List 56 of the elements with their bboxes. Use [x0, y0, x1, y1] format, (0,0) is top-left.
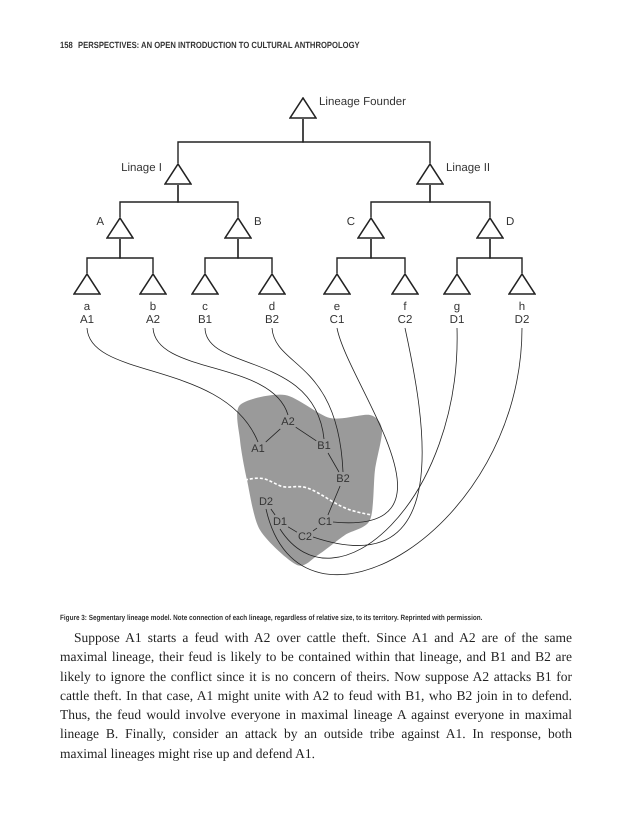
- territory-label: B1: [317, 440, 331, 452]
- segment-letter: d: [268, 301, 276, 314]
- adjacency-line: [328, 452, 340, 472]
- lineage-label: Linage II: [446, 161, 490, 175]
- segment-code: A1: [80, 314, 94, 327]
- territory-label: C2: [298, 531, 312, 543]
- segment-code: B2: [264, 314, 280, 327]
- adjacency-line: [295, 426, 317, 442]
- body-paragraph: Suppose A1 starts a feud with A2 over cattle theft. Since A1 and A2 are of the same maximal lineage, their feud is likely to be contained within that lineage, and B1 and B2 are likely to ignore the conflict since it is no concern of theirs. Now suppose A2 attacks B1 for cattle theft. In that case, A1 might unite with A2 to feud with B1, who B2 join in to defend. Thus, the feud would involve everyone in maximal lineage A against everyone in maximal lineage B. Finally, consider an attack by an outside tribe against A1. In response, both maximal lineages might rise up and defend A1.: [60, 629, 572, 763]
- descent-line: [489, 239, 523, 273]
- page-number: 158: [60, 40, 73, 50]
- segment-letter: c: [202, 301, 208, 314]
- descent-line: [119, 239, 154, 273]
- segment-code: A2: [146, 314, 160, 327]
- lineage-label: Linage I: [121, 161, 162, 175]
- segment-letter: a: [84, 301, 90, 314]
- segment-letter: e: [334, 301, 340, 314]
- lineage-label: C: [346, 215, 355, 229]
- lineage-label: B: [254, 215, 262, 229]
- segment-code: D2: [514, 314, 530, 327]
- segment-letter: h: [518, 301, 526, 314]
- adjacency-line: [270, 508, 276, 516]
- adjacency-line: [288, 526, 298, 533]
- running-header: PERSPECTIVES: AN OPEN INTRODUCTION TO CULTURAL ANTHROPOLOGY: [78, 40, 360, 50]
- connector-curve: [86, 328, 258, 442]
- connector-curve: [280, 328, 458, 558]
- descent-line: [429, 185, 491, 217]
- descent-line: [302, 119, 431, 163]
- segment-code: C1: [330, 314, 344, 327]
- adjacency-line: [265, 428, 281, 442]
- connector-curve: [204, 328, 324, 440]
- segment-code: C2: [398, 314, 412, 327]
- lineage-label: D: [506, 215, 514, 229]
- segment-letter: f: [403, 301, 407, 314]
- descent-line: [177, 185, 239, 217]
- territory-label: C1: [318, 516, 332, 528]
- segment-code: B1: [198, 314, 212, 327]
- descent-line: [370, 239, 406, 273]
- territory-label: B2: [336, 473, 350, 485]
- descent-line: [237, 239, 273, 273]
- connector-curve: [332, 328, 398, 522]
- territory-label: A2: [281, 416, 295, 428]
- lineage-label: A: [96, 215, 104, 229]
- segment-letter: g: [454, 301, 460, 314]
- territory-label: D2: [258, 496, 274, 508]
- territory-label: A1: [251, 443, 265, 455]
- segment-letter: b: [150, 301, 156, 314]
- connector-curve: [266, 328, 522, 574]
- connector-curve: [312, 328, 422, 546]
- territory-label: D1: [272, 516, 288, 528]
- adjacency-line: [328, 486, 340, 516]
- segment-code: D1: [450, 314, 464, 327]
- connector-curve: [152, 328, 288, 416]
- lineage-label: Lineage Founder: [319, 95, 406, 109]
- connector-curve: [272, 328, 344, 472]
- adjacency-line: [312, 528, 318, 532]
